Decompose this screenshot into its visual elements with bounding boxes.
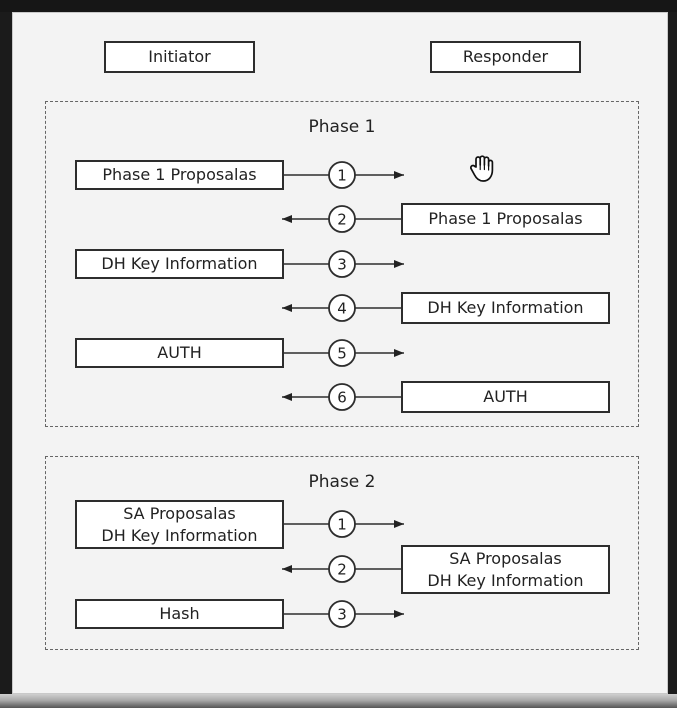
phase-2-step-2-message: SA Proposalas DH Key Information xyxy=(401,545,610,594)
phase-1-step-6-message: AUTH xyxy=(401,381,610,413)
phase-2-frame xyxy=(45,456,639,650)
phase-2-step-1-message: SA Proposalas DH Key Information xyxy=(75,500,284,549)
phase-1-title: Phase 1 xyxy=(308,117,376,137)
phase-1-step-4-message: DH Key Information xyxy=(401,292,610,324)
phase-1-step-5-message: AUTH xyxy=(75,338,284,368)
initiator-box: Initiator xyxy=(104,41,255,73)
phase-1-step-3-message: DH Key Information xyxy=(75,249,284,279)
phase-2-step-3-message: Hash xyxy=(75,599,284,629)
phase-1-frame xyxy=(45,101,639,427)
phase-1-step-2-message: Phase 1 Proposalas xyxy=(401,203,610,235)
responder-box: Responder xyxy=(430,41,581,73)
hand-cursor-icon xyxy=(469,155,494,182)
phase-2-title: Phase 2 xyxy=(308,472,376,492)
top-bar xyxy=(0,0,677,12)
bottom-bar xyxy=(0,694,677,708)
phase-1-step-1-message: Phase 1 Proposalas xyxy=(75,160,284,190)
